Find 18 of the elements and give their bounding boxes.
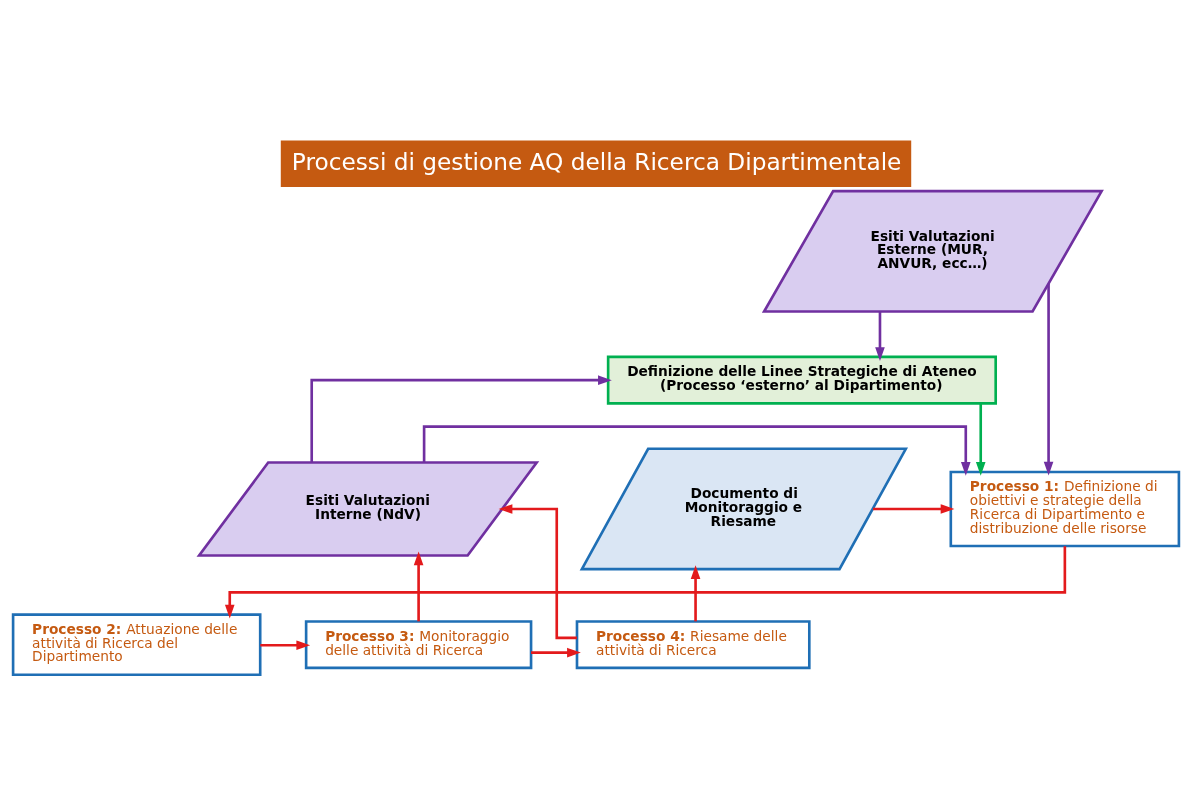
node-box: Processo 3: Monitoraggio delle attività di Ricerca [304,620,533,670]
arrow [531,647,581,658]
arrow [224,546,1067,619]
arrow [498,504,577,640]
node-box: Processo 4: Riesame delle attività di Ricerca [575,620,811,670]
node-box: Definizione delle Linee Strategiche di Ateneo (Processo ‘esterno’ al Dipartimento) [606,355,997,405]
diagram-title: Processi di gestione AQ della Ricerca Dipartimentale [291,147,902,175]
arrow [422,425,971,476]
arrow [310,375,612,463]
arrow [413,551,424,622]
arrow [260,640,311,651]
arrow [873,504,955,514]
arrow [975,403,986,476]
arrow [690,565,701,622]
node-box: Processo 1: Definizione di obiettivi e strategie della Ricerca di Dipartimento e distribuzione delle risorse [949,470,1181,548]
arrow [1043,283,1054,476]
arrow [875,311,885,361]
node-box: Processo 2: Attuazione delle attività di Ricerca del Dipartimento [11,613,262,677]
